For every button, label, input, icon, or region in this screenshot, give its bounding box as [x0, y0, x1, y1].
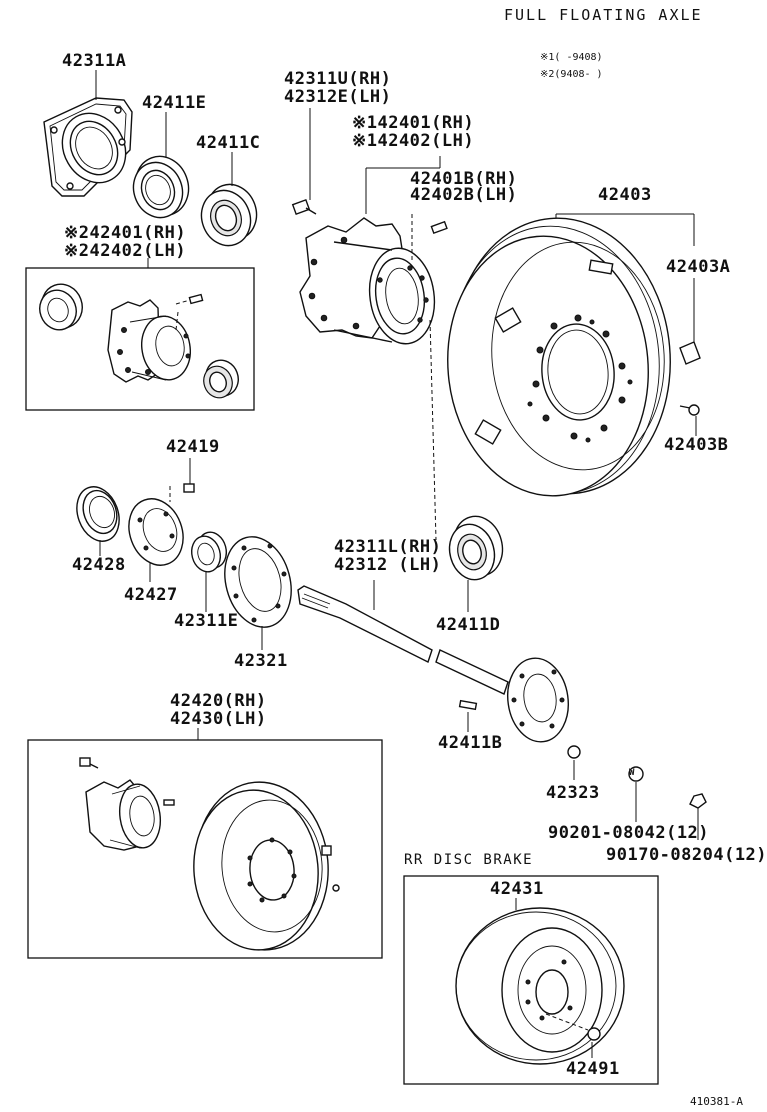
label-42311E: 42311E: [174, 611, 239, 631]
hub-drum-assembly-box: [27, 739, 383, 959]
label-42411B: 42411B: [438, 733, 503, 753]
label-42411C: 42411C: [196, 133, 261, 153]
label-42431: 42431: [490, 879, 544, 899]
label-90201: 90201-08042(12): [548, 823, 710, 843]
label-42402-lh-1: ※142402(LH): [352, 131, 475, 151]
label-42403B: 42403B: [664, 435, 729, 455]
label-42323: 42323: [546, 783, 600, 803]
axle-hub-42401: [291, 108, 448, 345]
hub-drum-assembly-42420: [79, 757, 340, 951]
label-42427: 42427: [124, 585, 178, 605]
flange-plate-42311A: [43, 97, 133, 197]
label-42312E: 42312E(LH): [284, 87, 392, 107]
washer-90201: [628, 766, 644, 782]
label-42401B: 42401B(RH): [410, 169, 518, 189]
disc-rotor-42431: [455, 907, 625, 1065]
label-42420: 42420(RH): [170, 691, 267, 711]
rr-disc-brake-box: [403, 875, 659, 1085]
label-42402-lh-2: ※242402(LH): [64, 241, 187, 261]
label-42419: 42419: [166, 437, 220, 457]
label-42311L: 42311L(RH): [334, 537, 442, 557]
label-42401-rh-2: ※242401(RH): [64, 223, 187, 243]
stud-42411B: [458, 699, 478, 711]
washer-w-mark: W: [629, 768, 635, 778]
note-2: ※2(9408- ): [540, 69, 603, 80]
brake-drum-42403: [447, 213, 695, 497]
label-42311A: 42311A: [62, 51, 127, 71]
nut-42311E: [190, 531, 228, 612]
label-42411E: 42411E: [142, 93, 207, 113]
label-42428: 42428: [72, 555, 126, 575]
diagram-title: FULL FLOATING AXLE: [504, 6, 703, 24]
hub-assembly-box-2: [25, 267, 255, 411]
label-42321: 42321: [234, 651, 288, 671]
nut-42323: [567, 745, 581, 759]
label-42403A: 42403A: [666, 257, 731, 277]
note-1: ※1( -9408): [540, 52, 603, 63]
label-42491: 42491: [566, 1059, 620, 1079]
nut-90170: [689, 793, 707, 809]
label-42312: 42312 (LH): [334, 555, 442, 575]
figure-code: 410381-A: [690, 1095, 743, 1108]
label-42402B: 42402B(LH): [410, 185, 518, 205]
label-90170: 90170-08204(12): [606, 845, 767, 865]
label-42403: 42403: [598, 185, 652, 205]
label-42311U: 42311U(RH): [284, 69, 392, 89]
axle-shaft-42311L: [297, 580, 569, 743]
label-42411D: 42411D: [436, 615, 501, 635]
bearing-42411C: [200, 183, 258, 247]
gasket-42428: [76, 486, 120, 556]
label-42401-rh-1: ※142401(RH): [352, 113, 475, 133]
lock-washer-42427: [128, 498, 184, 582]
seal-42411D: [448, 515, 504, 612]
hub-assembly-2: [39, 283, 239, 399]
rr-disc-brake-title: RR DISC BRAKE: [404, 852, 534, 868]
screw-42403B: [679, 404, 700, 436]
label-42430: 42430(LH): [170, 709, 267, 729]
bolt-42419: [183, 483, 195, 493]
gasket-42321: [224, 536, 292, 650]
oil-seal-42411E: [132, 155, 190, 219]
clip-42403A: [679, 341, 701, 365]
dashed-guide: [429, 319, 437, 541]
